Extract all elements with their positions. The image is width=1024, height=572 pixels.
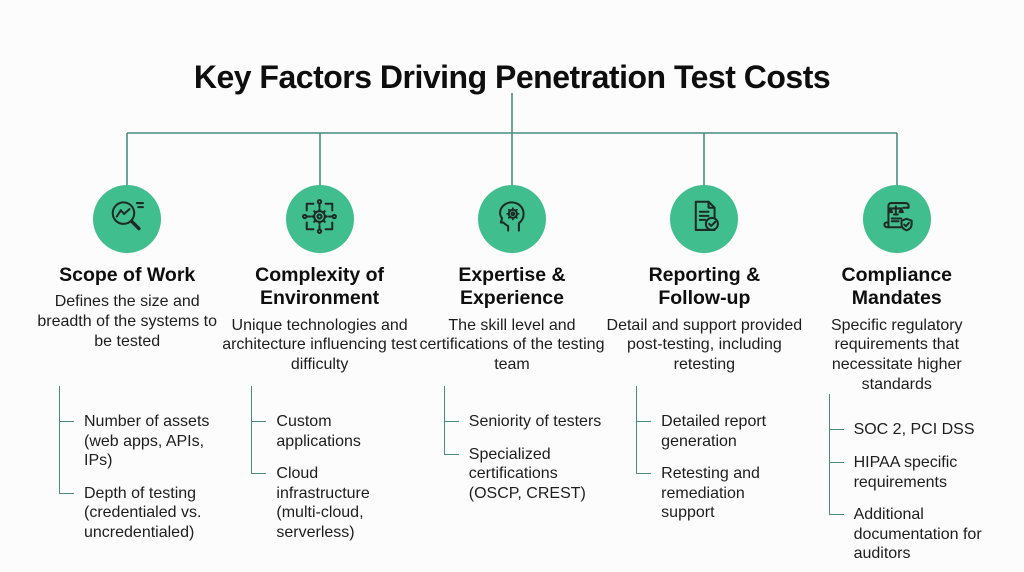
- factor-column-scope: Scope of Work Defines the size and bread…: [31, 185, 223, 564]
- factor-columns: Scope of Work Defines the size and bread…: [31, 185, 993, 564]
- icon-badge: [670, 185, 739, 253]
- compliance-scroll-icon: [875, 195, 918, 243]
- bullet-item: Seniority of testers: [443, 386, 608, 445]
- factor-bullet-list: Custom applications Cloud infrastructure…: [251, 385, 415, 542]
- factor-column-reporting: Reporting & Follow-up Detail and support…: [607, 185, 802, 564]
- column-description: Defines the size and breadth of the syst…: [37, 293, 218, 350]
- column-description: The skill level and certifications of th…: [419, 316, 605, 374]
- bullet-item: Detailed report generation: [636, 385, 800, 465]
- factor-column-complexity: Complexity of Environment Unique technol…: [222, 185, 417, 564]
- bullet-item: Number of assets (web apps, APIs, IPs): [59, 386, 223, 484]
- factor-bullet-list: Detailed report generation Retesting and…: [636, 385, 800, 523]
- column-title: Compliance Mandates: [841, 264, 953, 310]
- bullet-item: Additional documentation for auditors: [828, 505, 993, 564]
- column-description: Specific regulatory requirements that ne…: [830, 316, 963, 393]
- head-gear-icon: [490, 195, 533, 243]
- factor-column-expertise: Expertise & Experience The skill level a…: [416, 185, 608, 564]
- icon-badge: [285, 185, 354, 253]
- column-title: Expertise & Experience: [458, 264, 566, 310]
- column-description: Unique technologies and architecture inf…: [222, 316, 417, 374]
- bullet-item: Retesting and remediation support: [636, 464, 800, 523]
- icon-badge: [477, 185, 546, 253]
- bullet-item: Cloud infrastructure (multi-cloud, serve…: [251, 464, 415, 542]
- icon-badge: [93, 185, 162, 253]
- bullet-item: Custom applications: [251, 385, 415, 465]
- bullet-item: Depth of testing (credentialed vs. uncre…: [59, 483, 223, 543]
- column-title: Reporting & Follow-up: [648, 264, 761, 310]
- page-title: Key Factors Driving Penetration Test Cos…: [193, 59, 831, 96]
- column-description: Detail and support provided post-testing…: [606, 316, 803, 374]
- bullet-item: SOC 2, PCI DSS: [828, 394, 993, 453]
- bullet-item: Specialized certifications (OSCP, CREST): [443, 444, 608, 504]
- column-title: Complexity of Environment: [255, 264, 385, 310]
- factor-bullet-list: Seniority of testers Specialized certifi…: [443, 386, 608, 504]
- icon-badge: [862, 185, 931, 253]
- magnifier-chart-icon: [106, 195, 149, 243]
- bullet-item: HIPAA specific requirements: [828, 452, 993, 506]
- factor-bullet-list: Number of assets (web apps, APIs, IPs) D…: [59, 386, 223, 543]
- report-check-icon: [683, 195, 726, 243]
- network-gear-icon: [298, 195, 341, 243]
- column-title: Scope of Work: [59, 264, 196, 286]
- factor-column-compliance: Compliance Mandates Specific regulatory …: [801, 185, 993, 564]
- factor-bullet-list: SOC 2, PCI DSS HIPAA specific requiremen…: [828, 394, 993, 564]
